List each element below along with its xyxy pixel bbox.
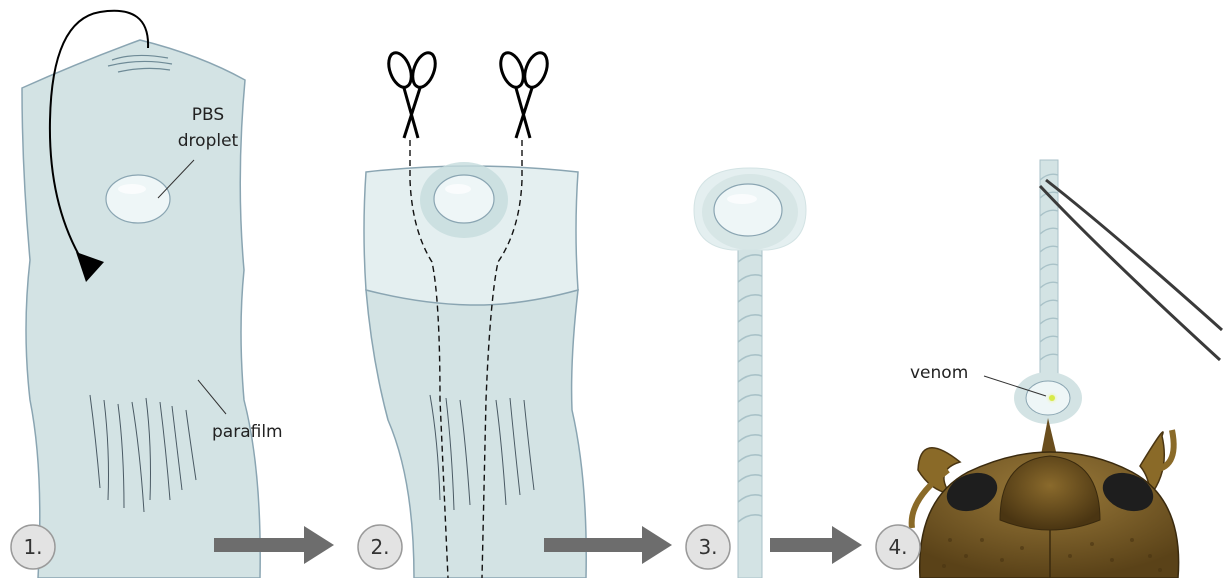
panel-4: venom [910,160,1222,578]
venom-label: venom [910,363,968,383]
pbs-droplet-3 [714,184,782,236]
step-badge-4: 4. [876,525,920,569]
step-number-2: 2. [370,535,389,559]
step-number-4: 4. [888,535,907,559]
forceps-icon [1040,180,1222,360]
process-arrow-3 [770,526,862,564]
panel-2 [364,50,586,578]
panel-3 [694,168,806,578]
twisted-stalk [738,240,762,578]
scissors-right-icon [496,50,551,138]
step-number-3: 3. [698,535,717,559]
step-number-1: 1. [23,535,42,559]
pbs-droplet [106,175,170,223]
step-badge-1: 1. [11,525,55,569]
pbs-label-line2: droplet [178,131,239,151]
pbs-label-line1: PBS [192,105,224,125]
pbs-droplet-2 [434,175,494,223]
panel-1: PBS droplet parafilm [22,11,283,578]
ant-head [912,418,1179,578]
parafilm-label: parafilm [212,422,283,442]
scissors-left-icon [384,50,439,138]
parafilm-sheet-1 [22,40,260,578]
step-badge-3: 3. [686,525,730,569]
step-badge-2: 2. [358,525,402,569]
